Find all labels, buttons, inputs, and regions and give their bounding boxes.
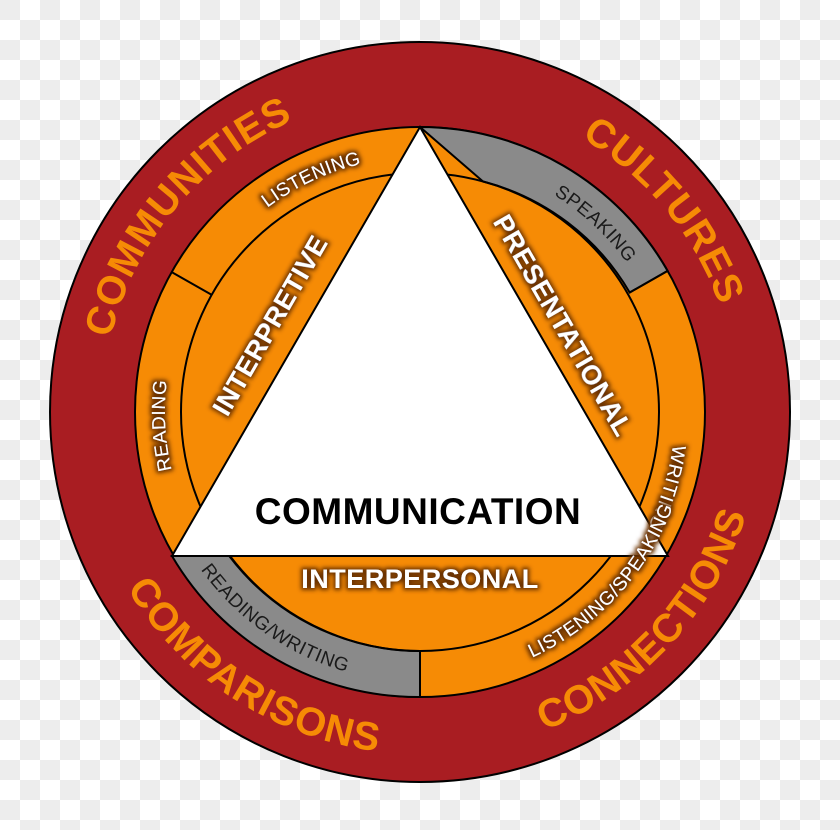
communication-triangle: [170, 125, 670, 557]
divider-listening-reading: [171, 271, 213, 296]
label-communication: COMMUNICATION: [255, 491, 581, 532]
divider-speaking-writing: [629, 270, 669, 294]
inner-divider-arc: [180, 172, 661, 652]
label-interpersonal: INTERPERSONAL: [301, 564, 539, 594]
